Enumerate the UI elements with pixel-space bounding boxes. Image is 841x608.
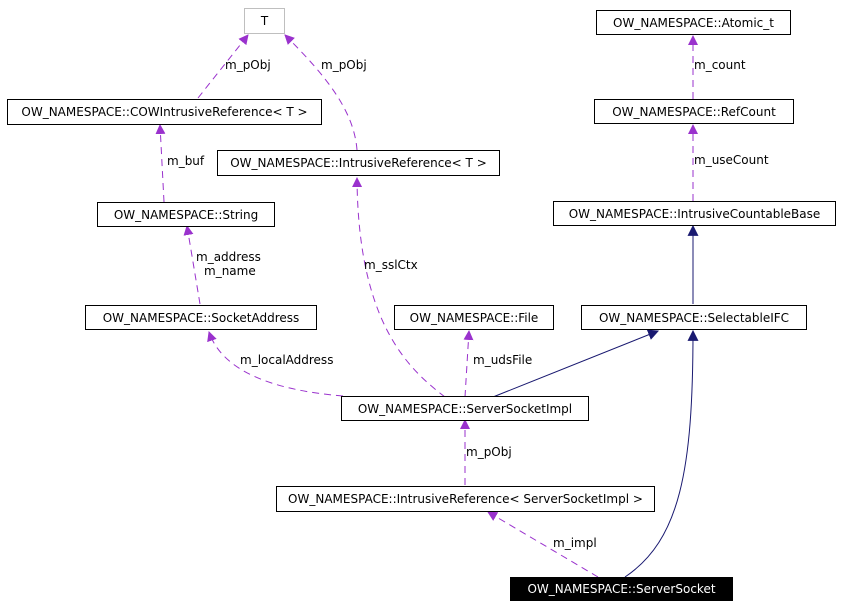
node-t[interactable]: T [244, 8, 285, 34]
label-m-pobj-impl: m_pObj [466, 445, 512, 459]
edge-serversocket-inherits-selectable [624, 329, 699, 578]
label-m-buf: m_buf [167, 154, 205, 168]
label-m-name: m_name [204, 264, 256, 278]
node-string[interactable]: OW_NAMESPACE::String [97, 202, 275, 227]
node-intrusive-reference-impl[interactable]: OW_NAMESPACE::IntrusiveReference< Server… [276, 486, 655, 512]
edge-string-to-cowref [155, 124, 166, 203]
node-intrusive-countable-base[interactable]: OW_NAMESPACE::IntrusiveCountableBase [553, 201, 836, 226]
label-m-localaddress: m_localAddress [240, 353, 334, 367]
node-selectable-ifc[interactable]: OW_NAMESPACE::SelectableIFC [581, 305, 807, 330]
node-cow-intrusive-reference[interactable]: OW_NAMESPACE::COWIntrusiveReference< T > [7, 99, 322, 125]
label-m-address: m_address [196, 250, 261, 264]
edge-impl-to-socketaddress [207, 331, 344, 397]
node-file[interactable]: OW_NAMESPACE::File [394, 305, 554, 330]
edge-cowref-to-t [197, 34, 249, 99]
node-socket-address[interactable]: OW_NAMESPACE::SocketAddress [85, 305, 317, 330]
edge-intrusiveref-to-t [284, 34, 358, 151]
node-server-socket-impl[interactable]: OW_NAMESPACE::ServerSocketImpl [341, 396, 589, 421]
edge-serversocket-to-intrusiverefimpl [487, 511, 599, 578]
edge-impl-to-intrusiveref [352, 177, 446, 398]
label-m-sslctx: m_sslCtx [364, 258, 418, 272]
label-m-udsfile: m_udsFile [473, 353, 533, 367]
edge-impl-inherits-selectable [492, 329, 660, 398]
edge-impl-to-file [463, 330, 474, 398]
node-intrusive-reference[interactable]: OW_NAMESPACE::IntrusiveReference< T > [217, 150, 500, 176]
node-refcount[interactable]: OW_NAMESPACE::RefCount [594, 99, 794, 124]
label-m-usecount: m_useCount [694, 153, 769, 167]
label-m-pobj-cow: m_pObj [225, 58, 271, 72]
label-m-count: m_count [694, 58, 746, 72]
edge-socketaddress-to-string [183, 225, 201, 305]
label-m-impl: m_impl [553, 536, 597, 550]
node-server-socket[interactable]: OW_NAMESPACE::ServerSocket [510, 577, 733, 601]
label-m-pobj-intrusive: m_pObj [321, 58, 367, 72]
node-atomic[interactable]: OW_NAMESPACE::Atomic_t [596, 10, 791, 35]
